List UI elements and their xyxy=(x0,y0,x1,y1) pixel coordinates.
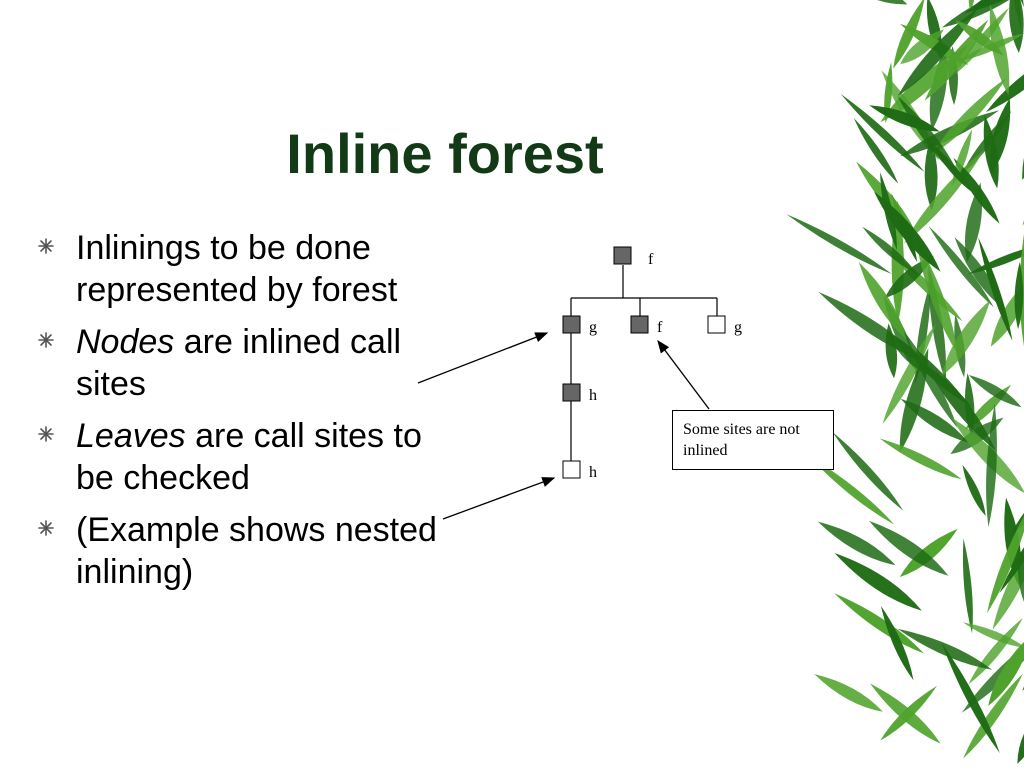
bullet-item: Leaves are call sites to be checked xyxy=(38,415,438,499)
bullet-text: (Example shows nested inlining) xyxy=(76,511,437,591)
bullet-item: (Example shows nested inlining) xyxy=(38,509,438,593)
bamboo-leaf xyxy=(862,226,918,275)
bamboo-leaf xyxy=(900,398,969,443)
bamboo-leaf xyxy=(964,0,1024,14)
node-root-f xyxy=(613,246,632,265)
node-label: g xyxy=(734,319,742,336)
node-label: f xyxy=(657,319,663,336)
bamboo-leaf xyxy=(978,237,1013,341)
bamboo-leaf xyxy=(954,237,1004,309)
callout-box: Some sites are not inlined xyxy=(672,410,834,470)
bamboo-leaf xyxy=(840,93,925,172)
arrow-callout-to-f xyxy=(657,339,710,410)
bamboo-leaf xyxy=(953,157,1000,224)
node-grandchild-h xyxy=(562,383,581,402)
bamboo-leaf xyxy=(818,291,924,362)
node-child-g-leaf xyxy=(707,315,726,334)
bamboo-leaf xyxy=(902,329,958,428)
bamboo-leaf xyxy=(915,239,958,354)
bullet-emphasis: Nodes xyxy=(76,323,175,361)
bamboo-leaf xyxy=(941,300,991,377)
bamboo-leaf xyxy=(968,617,1023,685)
bamboo-leaf xyxy=(814,674,883,712)
node-label: h xyxy=(589,387,597,404)
bamboo-leaf xyxy=(897,8,978,96)
asterisk-bullet-icon xyxy=(38,332,54,348)
bamboo-leaf xyxy=(961,623,1024,713)
bullet-text: are inlined call sites xyxy=(76,323,402,403)
bamboo-leaf xyxy=(989,4,1010,96)
node-label: h xyxy=(589,464,597,481)
asterisk-bullet-icon xyxy=(38,520,54,536)
bamboo-leaf xyxy=(963,673,1023,759)
bullet-emphasis: Leaves xyxy=(76,417,186,455)
bamboo-leaf xyxy=(873,191,941,272)
bamboo-leaf xyxy=(899,348,929,453)
bamboo-leaf xyxy=(962,622,1024,649)
node-leaf-h xyxy=(562,460,581,479)
node-child-f xyxy=(630,315,649,334)
arrow-leaves-to-h xyxy=(442,477,556,520)
bullet-text: are call sites to be checked xyxy=(76,417,422,497)
bamboo-leaf xyxy=(832,431,904,511)
asterisk-bullet-icon xyxy=(38,238,54,254)
bamboo-leaf xyxy=(924,19,989,101)
arrow-nodes-to-g xyxy=(417,332,549,384)
bamboo-leaf xyxy=(834,552,922,611)
bamboo-leaf xyxy=(808,455,895,525)
bamboo-leaf xyxy=(884,255,934,299)
bamboo-leaf xyxy=(900,23,969,65)
bullet-text: Inlinings to be done represented by fore… xyxy=(76,229,398,309)
bamboo-leaf xyxy=(853,118,899,184)
bamboo-leaf xyxy=(858,262,907,340)
bamboo-leaf xyxy=(988,633,1024,706)
bamboo-leaf xyxy=(931,77,1007,155)
bullet-item: Nodes are inlined call sites xyxy=(38,321,438,405)
node-label: f xyxy=(648,251,654,268)
bamboo-leaf xyxy=(880,685,937,741)
bamboo-leaf xyxy=(893,0,925,69)
bamboo-leaf xyxy=(968,375,1022,408)
bamboo-leaf xyxy=(834,593,924,654)
bullet-item: Inlinings to be done represented by fore… xyxy=(38,227,438,311)
bamboo-leaf xyxy=(882,323,937,425)
bamboo-leaf xyxy=(930,142,973,193)
bamboo-leaf xyxy=(880,605,914,681)
bamboo-leaf xyxy=(983,115,999,189)
bamboo-leaf xyxy=(1014,261,1024,330)
bamboo-leaf xyxy=(869,520,949,576)
bamboo-leaf xyxy=(986,45,1024,112)
bamboo-leaf xyxy=(817,521,896,566)
bamboo-leaf xyxy=(962,464,986,516)
bamboo-leaf xyxy=(999,502,1024,594)
bullet-list: Inlinings to be done represented by fore… xyxy=(38,227,438,603)
bamboo-leaf xyxy=(786,214,892,274)
bamboo-leaf xyxy=(986,403,997,527)
bamboo-leaf xyxy=(870,683,941,744)
node-label: g xyxy=(589,319,597,336)
bamboo-leaf xyxy=(965,182,983,262)
bamboo-leaf xyxy=(987,501,1024,614)
bamboo-leaf xyxy=(955,20,1004,56)
bamboo-leaf xyxy=(924,138,938,211)
bamboo-leaf xyxy=(950,417,1004,455)
bamboo-leaf xyxy=(879,438,962,480)
asterisk-bullet-icon xyxy=(38,426,54,442)
bamboo-leaf xyxy=(928,226,994,308)
slide-title: Inline forest xyxy=(286,122,604,185)
bamboo-leaf xyxy=(1019,230,1024,353)
bamboo-leaf xyxy=(941,642,1000,754)
bamboo-leaf xyxy=(917,349,996,451)
bamboo-leaf xyxy=(899,528,958,577)
node-child-g xyxy=(562,315,581,334)
bamboo-leaf xyxy=(962,538,973,634)
